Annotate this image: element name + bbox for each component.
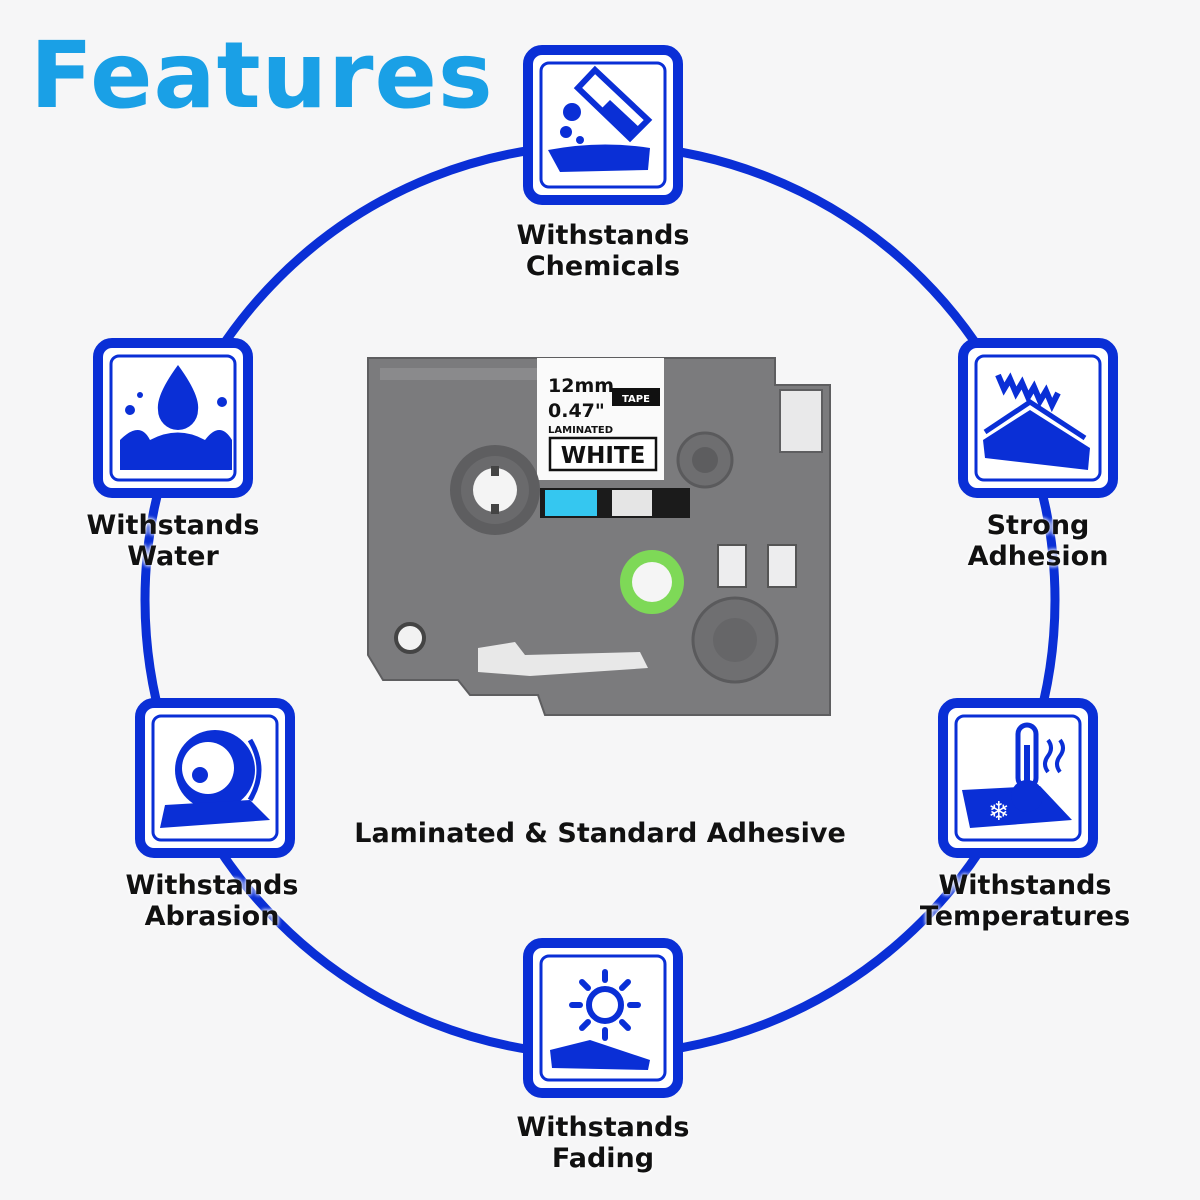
chemicals-icon <box>523 45 683 205</box>
label-color-name: WHITE <box>561 443 646 469</box>
feature-label-water: Withstands Water <box>53 510 293 572</box>
feature-label-adhesion: Strong Adhesion <box>918 510 1158 572</box>
feature-line1: Withstands <box>516 1112 690 1143</box>
abrasion-icon <box>135 698 295 858</box>
feature-label-temperatures: Withstands Temperatures <box>905 870 1145 932</box>
feature-line1: Strong <box>986 510 1090 541</box>
feature-label-chemicals: Withstands Chemicals <box>483 220 723 282</box>
temperature-icon: ❄ <box>938 698 1098 858</box>
label-size-mm: 12mm <box>548 375 614 397</box>
feature-line1: Withstands <box>938 870 1112 901</box>
feature-line1: Withstands <box>516 220 690 251</box>
page-title: Features <box>30 22 494 129</box>
water-drop-icon <box>93 338 253 498</box>
svg-text:❄: ❄ <box>988 797 1010 827</box>
adhesion-icon <box>958 338 1118 498</box>
feature-line2: Temperatures <box>919 901 1131 932</box>
feature-label-abrasion: Withstands Abrasion <box>92 870 332 932</box>
sun-icon <box>523 938 683 1098</box>
label-badge: TAPE <box>622 394 650 405</box>
feature-line1: Withstands <box>125 870 299 901</box>
feature-line2: Abrasion <box>144 901 280 932</box>
label-type: LAMINATED <box>548 425 613 436</box>
feature-line1: Withstands <box>86 510 260 541</box>
feature-label-fading: Withstands Fading <box>483 1112 723 1174</box>
label-size-in: 0.47" <box>548 400 605 422</box>
tape-cartridge: 12mm TAPE 0.47" LAMINATED WHITE <box>367 357 831 716</box>
feature-line2: Chemicals <box>525 251 681 282</box>
feature-line2: Fading <box>551 1143 655 1174</box>
center-caption: Laminated & Standard Adhesive <box>354 818 846 849</box>
feature-line2: Water <box>127 541 219 572</box>
feature-line2: Adhesion <box>967 541 1109 572</box>
